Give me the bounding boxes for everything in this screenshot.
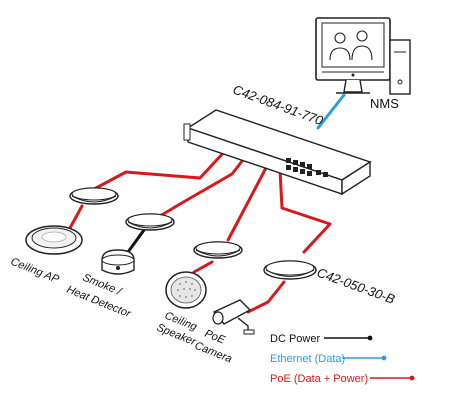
ceiling-ap-speaker: [193, 241, 243, 259]
ceiling-ap-mid: [125, 213, 175, 231]
legend-ethernet-label: Ethernet (Data): [270, 353, 345, 365]
ceiling-ap-label: Ceiling AP: [9, 256, 61, 286]
switch-side: [341, 160, 371, 196]
person-icon-body: [329, 47, 351, 61]
poe-cable-smoke: [158, 154, 248, 218]
poe-cable-extender: [278, 168, 332, 254]
camera-icon: [212, 299, 255, 335]
legend: DC Power Ethernet (Data) PoE (Data + Pow…: [270, 333, 415, 385]
nms-workstation: [315, 17, 411, 95]
ceiling-ap-icon: [25, 225, 83, 255]
ceiling-ap-top: [69, 187, 119, 205]
person-icon: [334, 32, 346, 44]
legend-poe-dot: [409, 375, 415, 381]
poe-cable-camera: [246, 280, 286, 314]
poe-cable-speaker-drop: [192, 260, 214, 274]
speaker-icon: [165, 271, 207, 309]
smoke-detector-icon: [101, 249, 135, 275]
nms-stand: [343, 79, 363, 93]
poe-switch: [183, 109, 372, 196]
extender-device: [263, 260, 317, 280]
poe-cable-speaker: [226, 162, 270, 242]
person-icon-body: [351, 45, 373, 61]
person-icon: [356, 30, 368, 42]
switch-ports: [286, 158, 328, 177]
legend-poe-label: PoE (Data + Power): [270, 373, 368, 385]
extender-model-label: C42-050-30-B: [315, 265, 397, 307]
ethernet-cable: [316, 93, 346, 130]
nms-label: NMS: [370, 96, 399, 111]
legend-dc-power-label: DC Power: [270, 333, 320, 345]
nms-tower: [389, 39, 411, 95]
poe-cable-ap-top: [94, 148, 228, 190]
camera-label-line2: Camera: [193, 340, 234, 366]
nms-screen: [321, 22, 385, 68]
legend-dc-power-dot: [367, 335, 373, 341]
dc-power-cable: [126, 228, 146, 254]
legend-ethernet-dot: [381, 355, 387, 361]
cables: [68, 93, 346, 314]
poe-cable-ap: [68, 204, 84, 230]
